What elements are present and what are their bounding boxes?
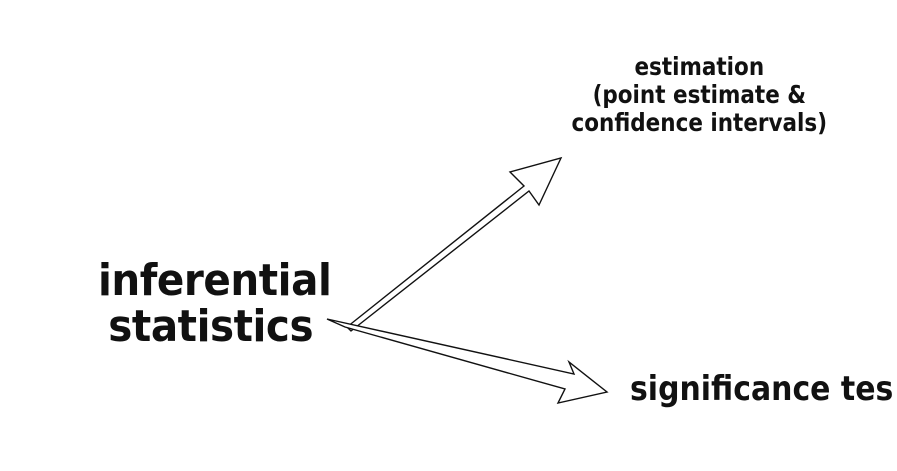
node-estimation-line-1: estimation [634, 52, 765, 81]
node-significance-test: significance tes [630, 369, 894, 409]
node-estimation: estimation (point estimate & confidence … [566, 53, 833, 137]
node-inferential-statistics: inferential statistics [98, 255, 332, 353]
arrow-to-significance [326, 318, 609, 405]
node-inferential-statistics-line-1: inferential [98, 255, 332, 306]
node-inferential-statistics-line-2: statistics [108, 301, 314, 353]
arrow-to-estimation-shape [345, 156, 563, 332]
node-estimation-line-2: (point estimate & [592, 80, 807, 109]
arrow-to-estimation [345, 156, 563, 332]
arrow-to-significance-shape [326, 318, 609, 405]
node-significance-test-label: significance tes [630, 369, 894, 409]
node-estimation-line-3: confidence intervals) [571, 108, 828, 137]
